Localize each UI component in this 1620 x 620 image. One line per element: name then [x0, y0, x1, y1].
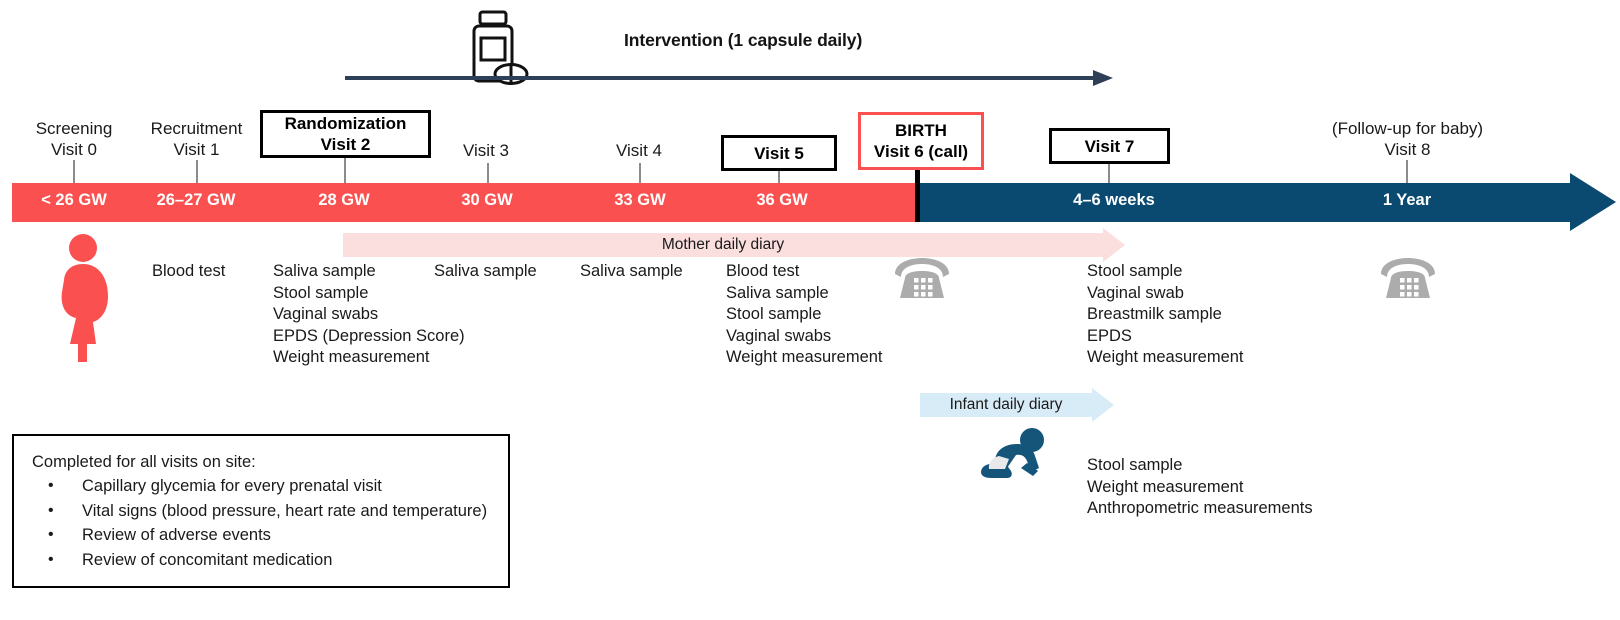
procedure-item: Weight measurement — [726, 348, 883, 366]
ga-label-3: 30 GW — [461, 191, 513, 209]
ga-label-4: 33 GW — [614, 191, 666, 209]
procedures-visit-3: Saliva sample — [434, 261, 537, 283]
procedure-item: Blood test — [152, 262, 226, 280]
visit-1-line2: Visit 1 — [173, 140, 220, 159]
visit-8-tick — [1406, 160, 1408, 183]
procedures-visit-4: Saliva sample — [580, 261, 683, 283]
procedure-item: EPDS (Depression Score) — [273, 326, 465, 345]
procedure-item: Vaginal swabs — [273, 305, 379, 323]
visit-0-line1: Screening — [35, 119, 113, 138]
footnote-item: Review of concomitant medication — [32, 548, 508, 573]
procedure-item: Vaginal swabs — [726, 326, 832, 345]
footnote-title: Completed for all visits on site: — [32, 453, 256, 471]
visit-8-line2: Visit 8 — [1384, 140, 1431, 159]
infant-diary-rect: Infant daily diary — [920, 393, 1092, 417]
procedures-visit-1: Blood test — [152, 261, 225, 283]
visit-box-7[interactable]: Visit 7 — [1049, 128, 1170, 164]
procedure-item: Saliva sample — [434, 262, 537, 280]
footnote-list: Capillary glycemia for every prenatal vi… — [32, 474, 508, 572]
visit-label-8: (Follow-up for baby) Visit 8 — [1310, 118, 1505, 160]
visit-0-line2: Visit 0 — [51, 140, 97, 159]
visit-box-6-birth[interactable]: BIRTH Visit 6 (call) — [858, 112, 984, 170]
infant-diary-arrow-tip — [1092, 388, 1114, 422]
infant-diary-label: Infant daily diary — [949, 396, 1063, 413]
crawling-baby-icon — [975, 428, 1053, 485]
ga-label-8: 1 Year — [1382, 191, 1432, 209]
footnote-item: Vital signs (blood pressure, heart rate … — [32, 499, 508, 524]
mother-diary-arrow-tip — [1103, 228, 1125, 262]
pregnant-woman-icon — [52, 232, 118, 367]
procedure-item: Breastmilk sample — [1087, 305, 1222, 323]
timeline-arrowhead — [1570, 173, 1616, 231]
procedure-item: Anthropometric measurements — [1087, 499, 1313, 517]
ga-label-0: < 26 GW — [41, 191, 107, 209]
visit-1-tick — [196, 160, 198, 183]
visit-7-line2: Visit 7 — [1084, 136, 1135, 156]
visit-2-line2: Visit 2 — [320, 135, 371, 154]
birth-divider-line — [915, 170, 920, 222]
procedure-item: Stool sample — [1087, 262, 1183, 280]
procedure-item: Vaginal swab — [1087, 283, 1184, 302]
mother-daily-diary-band: Mother daily diary — [343, 228, 1125, 262]
procedures-infant: Stool sample Weight measurement Anthropo… — [1087, 455, 1313, 520]
visit-label-4: Visit 4 — [583, 140, 695, 161]
visit-4-line2: Visit 4 — [616, 141, 662, 160]
visit-5-line2: Visit 5 — [754, 143, 804, 163]
procedure-item: EPDS — [1087, 326, 1132, 345]
procedures-visit-5: Blood test Saliva sample Stool sample Va… — [726, 261, 883, 369]
visit-6-line2: Visit 6 (call) — [873, 142, 969, 161]
visit-5-tick — [778, 171, 780, 183]
visit-box-5[interactable]: Visit 5 — [721, 135, 837, 171]
visit-7-tick — [1108, 164, 1110, 183]
footnote-item: Capillary glycemia for every prenatal vi… — [32, 474, 508, 499]
intervention-arrow — [345, 66, 1113, 95]
procedures-visit-2: Saliva sample Stool sample Vaginal swabs… — [273, 261, 465, 369]
timeline-bar-postnatal — [918, 183, 1576, 222]
visit-4-tick — [639, 163, 641, 183]
procedure-item: Weight measurement — [273, 348, 430, 366]
ga-label-7: 4–6 weeks — [1073, 191, 1155, 209]
procedures-visit-7: Stool sample Vaginal swab Breastmilk sam… — [1087, 261, 1244, 369]
visit-label-3: Visit 3 — [430, 140, 542, 161]
procedure-item: Saliva sample — [726, 283, 829, 302]
visit-0-tick — [73, 160, 75, 183]
mother-diary-label: Mother daily diary — [661, 236, 785, 253]
visit-1-line1: Recruitment — [150, 119, 243, 138]
footnote-box: Completed for all visits on site: Capill… — [12, 434, 510, 588]
infant-daily-diary-band: Infant daily diary — [920, 388, 1114, 422]
visit-3-tick — [487, 163, 489, 183]
procedure-item: Stool sample — [1087, 456, 1183, 474]
footnote-item: Review of adverse events — [32, 523, 508, 548]
intervention-label: Intervention (1 capsule daily) — [624, 30, 863, 50]
ga-label-5: 36 GW — [756, 191, 808, 209]
visit-6-line1: BIRTH — [895, 121, 947, 140]
visit-box-2[interactable]: Randomization Visit 2 — [260, 110, 431, 158]
procedure-item: Stool sample — [273, 283, 369, 302]
procedure-item: Saliva sample — [273, 262, 376, 280]
timeline-bar-prenatal — [12, 183, 918, 222]
procedure-item: Blood test — [726, 262, 800, 280]
visit-label-0: Screening Visit 0 — [9, 118, 139, 160]
procedure-item: Weight measurement — [1087, 477, 1244, 496]
procedure-item: Stool sample — [726, 305, 822, 323]
visit-2-tick — [344, 158, 346, 183]
procedure-item: Saliva sample — [580, 262, 683, 280]
mother-diary-rect: Mother daily diary — [343, 233, 1103, 257]
visit-8-line1: (Follow-up for baby) — [1331, 119, 1484, 138]
ga-label-2: 28 GW — [318, 191, 370, 209]
ga-label-1: 26–27 GW — [156, 191, 236, 209]
visit-3-line2: Visit 3 — [463, 141, 509, 160]
telephone-icon — [1377, 258, 1439, 305]
telephone-icon — [891, 258, 953, 305]
visit-label-1: Recruitment Visit 1 — [130, 118, 263, 160]
procedure-item: Weight measurement — [1087, 348, 1244, 366]
visit-2-line1: Randomization — [284, 114, 407, 133]
